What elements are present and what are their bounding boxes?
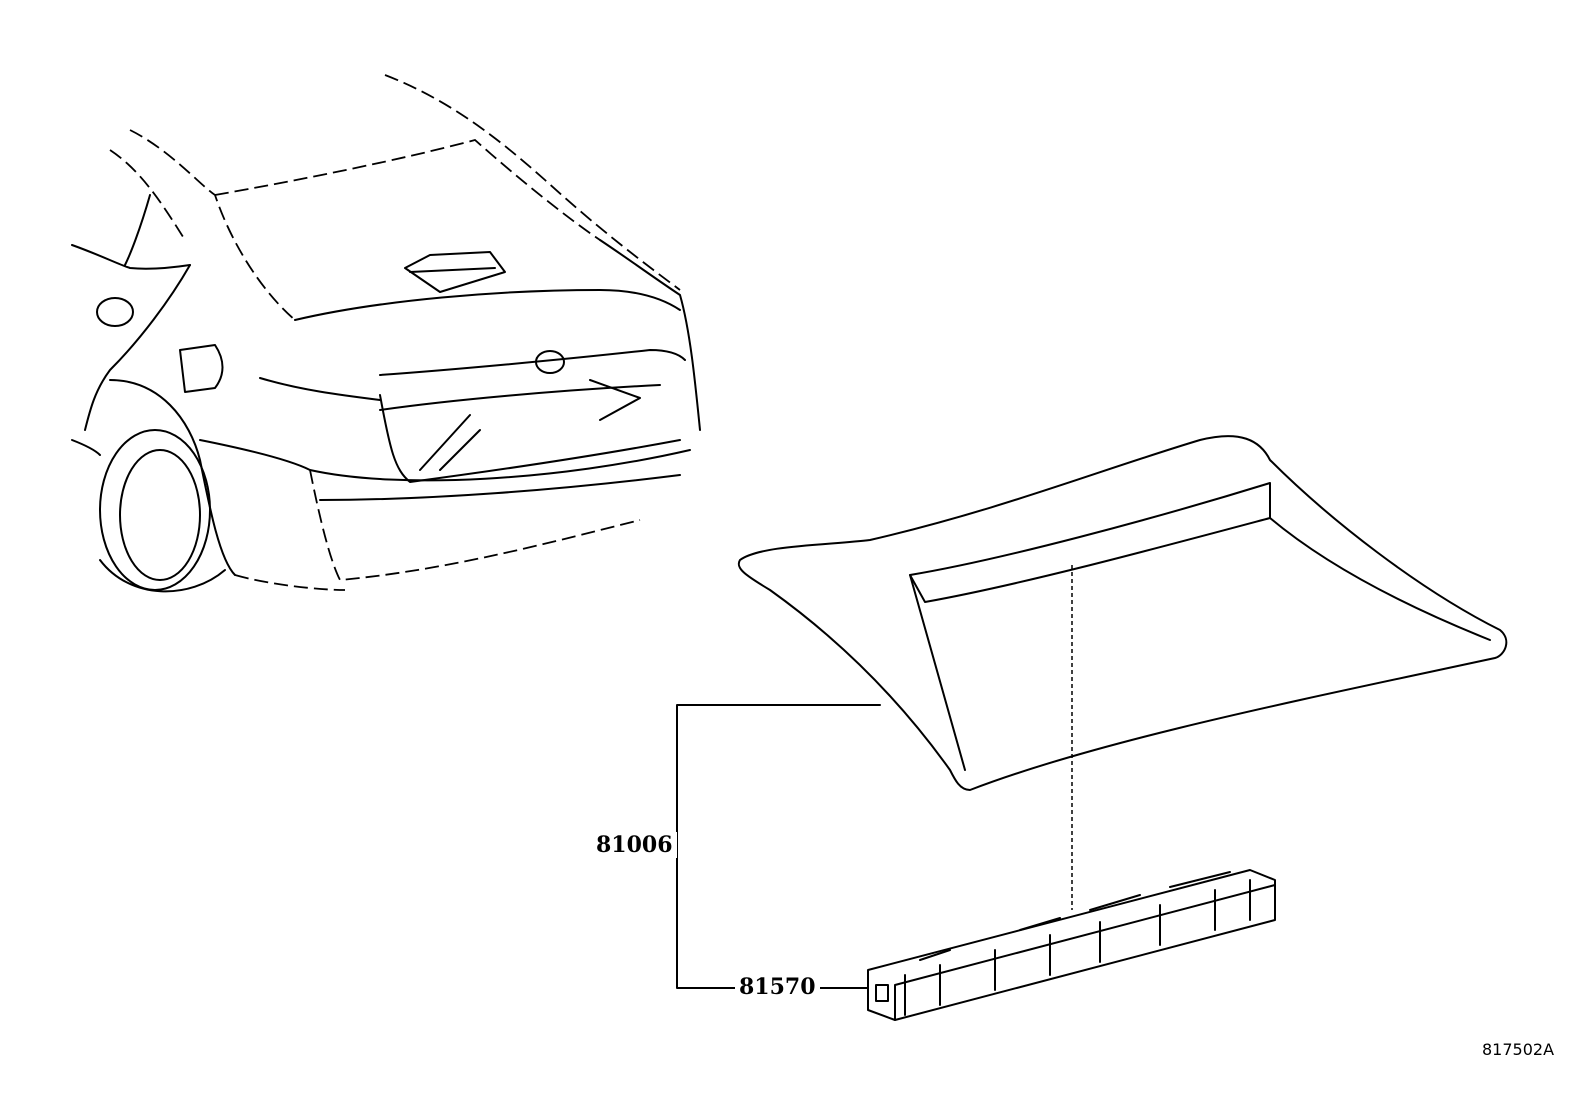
part-number-81570[interactable]: 81570 — [735, 974, 820, 1000]
illustration-code: 817502A — [1482, 1040, 1555, 1059]
car-rear-illustration — [71, 74, 701, 593]
part-number-81006[interactable]: 81006 — [592, 832, 677, 858]
lamp-unit-bar — [867, 869, 1276, 1021]
leader-lines — [660, 704, 881, 989]
stop-lamp-housing — [737, 435, 1508, 910]
